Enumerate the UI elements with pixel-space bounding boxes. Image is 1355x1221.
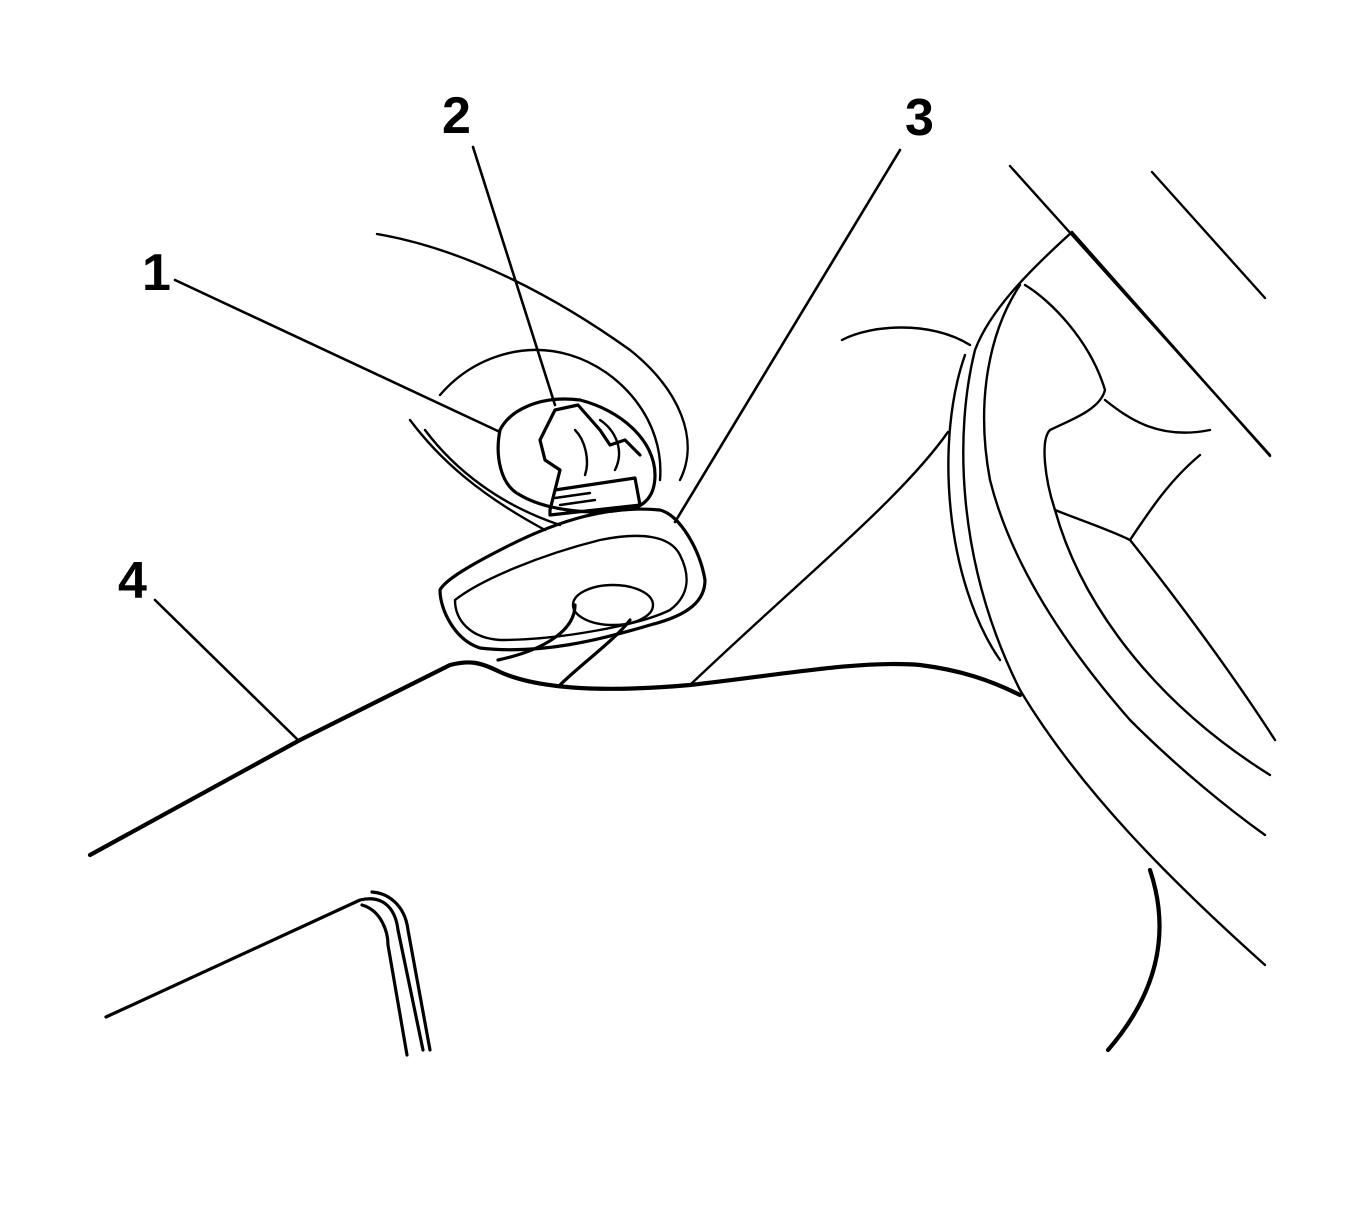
lower-panel-outer [104, 897, 425, 1052]
cushion-diagonal [688, 430, 950, 687]
seat-back-curve-4 [1023, 283, 1272, 777]
seat-back-curve-5 [1103, 398, 1212, 434]
bolt-clip-slot [553, 491, 597, 507]
background-arc-outer [375, 232, 689, 482]
background-arc-left-lower [408, 418, 547, 532]
bolt-thread-line [573, 418, 621, 477]
bolt-base [496, 397, 657, 514]
seat-body-outline [87, 660, 1023, 858]
right-trim-line-2 [1150, 170, 1267, 300]
right-trim-edge [1070, 230, 1272, 458]
right-trim-inner-top [973, 230, 1074, 352]
cushion-top-contour [840, 326, 972, 347]
belt-slot [571, 583, 655, 627]
seat-back-curve-3 [982, 283, 1267, 837]
lower-panel-inner-edge [360, 903, 409, 1057]
background-arc-inner [438, 348, 662, 482]
bolt-shank [538, 403, 642, 492]
leader-1 [173, 278, 502, 434]
bolt-clip [548, 476, 642, 517]
callout-4: 4 [118, 552, 147, 610]
belt-webbing [496, 603, 632, 687]
anchor-plate-inner [453, 534, 688, 642]
lower-panel-inner [370, 890, 432, 1052]
seat-back-curve-7 [1128, 453, 1202, 542]
seat-back-curve-1 [962, 348, 1267, 967]
seat-body-right-edge [1105, 867, 1162, 1053]
seat-back-curve-6 [1053, 508, 1277, 742]
anchor-plate [438, 507, 707, 652]
seat-back-curve-2 [947, 353, 1002, 662]
leader-2 [471, 145, 557, 407]
callout-3: 3 [905, 89, 934, 147]
leader-4 [153, 598, 300, 742]
background-arc-left-lower-2 [423, 428, 562, 527]
leader-3 [673, 148, 902, 524]
callout-1: 1 [142, 244, 171, 302]
callout-2: 2 [442, 87, 471, 145]
